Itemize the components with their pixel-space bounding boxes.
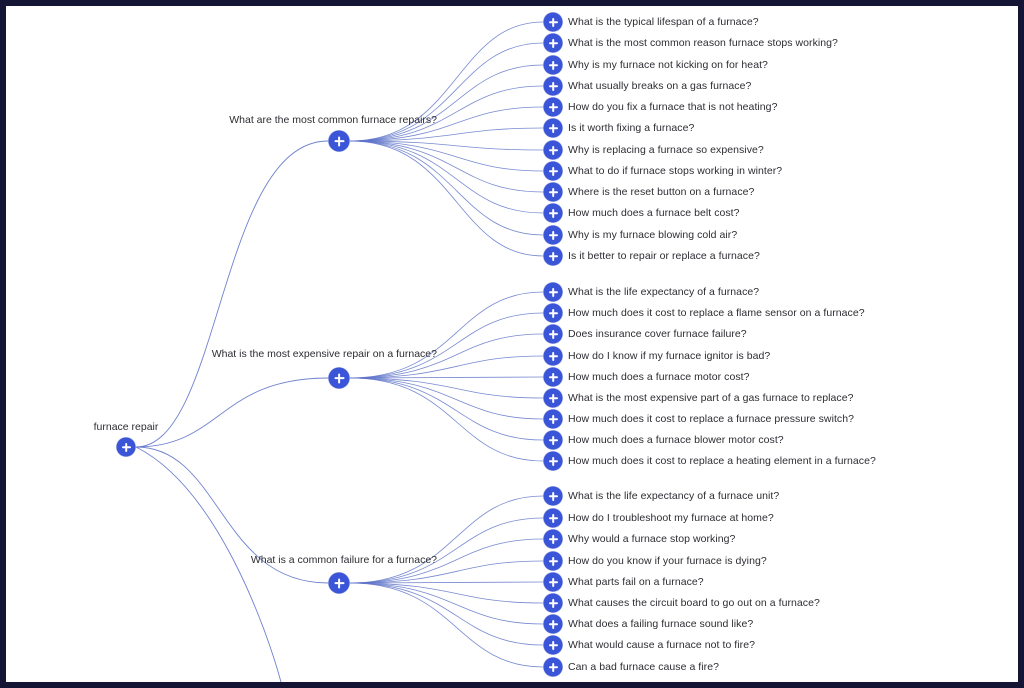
leaf-node-3-1[interactable] bbox=[543, 486, 563, 506]
leaf-node-1-3[interactable] bbox=[543, 55, 563, 75]
edge-layer bbox=[135, 21, 544, 682]
leaf-label-1-2: What is the most common reason furnace s… bbox=[568, 36, 838, 49]
leaf-label-1-9: Where is the reset button on a furnace? bbox=[568, 185, 755, 198]
leaf-label-1-7: Why is replacing a furnace so expensive? bbox=[568, 143, 764, 156]
leaf-label-3-6: What causes the circuit board to go out … bbox=[568, 596, 820, 609]
leaf-node-1-10[interactable] bbox=[543, 203, 563, 223]
leaf-label-1-10: How much does a furnace belt cost? bbox=[568, 206, 740, 219]
leaf-label-2-3: Does insurance cover furnace failure? bbox=[568, 327, 747, 340]
leaf-node-2-4[interactable] bbox=[543, 346, 563, 366]
leaf-label-1-3: Why is my furnace not kicking on for hea… bbox=[568, 58, 768, 71]
branch-node-2[interactable] bbox=[328, 367, 350, 389]
root-label: furnace repair bbox=[93, 420, 159, 433]
leaf-label-2-2: How much does it cost to replace a flame… bbox=[568, 306, 865, 319]
branch-label-2: What is the most expensive repair on a f… bbox=[211, 347, 437, 360]
leaf-node-3-9[interactable] bbox=[543, 657, 563, 677]
leaf-node-3-3[interactable] bbox=[543, 529, 563, 549]
leaf-node-3-7[interactable] bbox=[543, 614, 563, 634]
leaf-node-2-1[interactable] bbox=[543, 282, 563, 302]
leaf-label-3-1: What is the life expectancy of a furnace… bbox=[568, 489, 780, 502]
leaf-node-1-9[interactable] bbox=[543, 182, 563, 202]
leaf-node-1-5[interactable] bbox=[543, 97, 563, 117]
leaf-label-2-7: How much does it cost to replace a furna… bbox=[568, 412, 854, 425]
leaf-label-3-7: What does a failing furnace sound like? bbox=[568, 617, 754, 630]
leaf-label-1-8: What to do if furnace stops working in w… bbox=[568, 164, 783, 177]
leaf-node-1-12[interactable] bbox=[543, 246, 563, 266]
leaf-label-2-5: How much does a furnace motor cost? bbox=[568, 370, 750, 383]
leaf-node-2-6[interactable] bbox=[543, 388, 563, 408]
leaf-node-3-5[interactable] bbox=[543, 572, 563, 592]
leaf-node-3-6[interactable] bbox=[543, 593, 563, 613]
leaf-node-2-5[interactable] bbox=[543, 367, 563, 387]
leaf-label-3-2: How do I troubleshoot my furnace at home… bbox=[568, 511, 774, 524]
leaf-node-1-8[interactable] bbox=[543, 161, 563, 181]
leaf-node-1-2[interactable] bbox=[543, 33, 563, 53]
leaf-label-3-5: What parts fail on a furnace? bbox=[568, 575, 704, 588]
leaf-label-2-8: How much does a furnace blower motor cos… bbox=[568, 433, 784, 446]
leaf-node-1-4[interactable] bbox=[543, 76, 563, 96]
branch-label-3: What is a common failure for a furnace? bbox=[250, 553, 437, 566]
leaf-node-2-3[interactable] bbox=[543, 324, 563, 344]
leaf-label-1-6: Is it worth fixing a furnace? bbox=[568, 121, 695, 134]
leaf-label-3-8: What would cause a furnace not to fire? bbox=[568, 638, 755, 651]
leaf-label-2-4: How do I know if my furnace ignitor is b… bbox=[568, 349, 771, 362]
leaf-node-1-1[interactable] bbox=[543, 12, 563, 32]
mindmap-canvas[interactable]: furnace repair What are the most common f… bbox=[6, 6, 1018, 682]
leaf-label-1-12: Is it better to repair or replace a furn… bbox=[568, 249, 760, 262]
leaf-label-3-4: How do you know if your furnace is dying… bbox=[568, 554, 767, 567]
leaf-node-2-2[interactable] bbox=[543, 303, 563, 323]
leaf-node-1-7[interactable] bbox=[543, 140, 563, 160]
branch-node-1[interactable] bbox=[328, 130, 350, 152]
leaf-node-3-2[interactable] bbox=[543, 508, 563, 528]
leaf-label-1-5: How do you fix a furnace that is not hea… bbox=[568, 100, 778, 113]
leaf-label-3-9: Can a bad furnace cause a fire? bbox=[568, 660, 719, 673]
leaf-label-2-6: What is the most expensive part of a gas… bbox=[568, 391, 854, 404]
branch-label-1: What are the most common furnace repairs… bbox=[229, 113, 437, 126]
branch-node-3[interactable] bbox=[328, 572, 350, 594]
leaf-label-3-3: Why would a furnace stop working? bbox=[568, 532, 736, 545]
leaf-node-2-9[interactable] bbox=[543, 451, 563, 471]
leaf-node-1-6[interactable] bbox=[543, 118, 563, 138]
leaf-node-2-7[interactable] bbox=[543, 409, 563, 429]
leaf-node-3-4[interactable] bbox=[543, 551, 563, 571]
root-node[interactable] bbox=[116, 437, 136, 457]
leaf-label-1-1: What is the typical lifespan of a furnac… bbox=[568, 15, 759, 28]
leaf-label-2-1: What is the life expectancy of a furnace… bbox=[568, 285, 760, 298]
leaf-label-2-9: How much does it cost to replace a heati… bbox=[568, 454, 876, 467]
leaf-node-3-8[interactable] bbox=[543, 635, 563, 655]
leaf-label-1-11: Why is my furnace blowing cold air? bbox=[568, 228, 738, 241]
leaf-label-1-4: What usually breaks on a gas furnace? bbox=[568, 79, 752, 92]
leaf-node-1-11[interactable] bbox=[543, 225, 563, 245]
leaf-node-2-8[interactable] bbox=[543, 430, 563, 450]
